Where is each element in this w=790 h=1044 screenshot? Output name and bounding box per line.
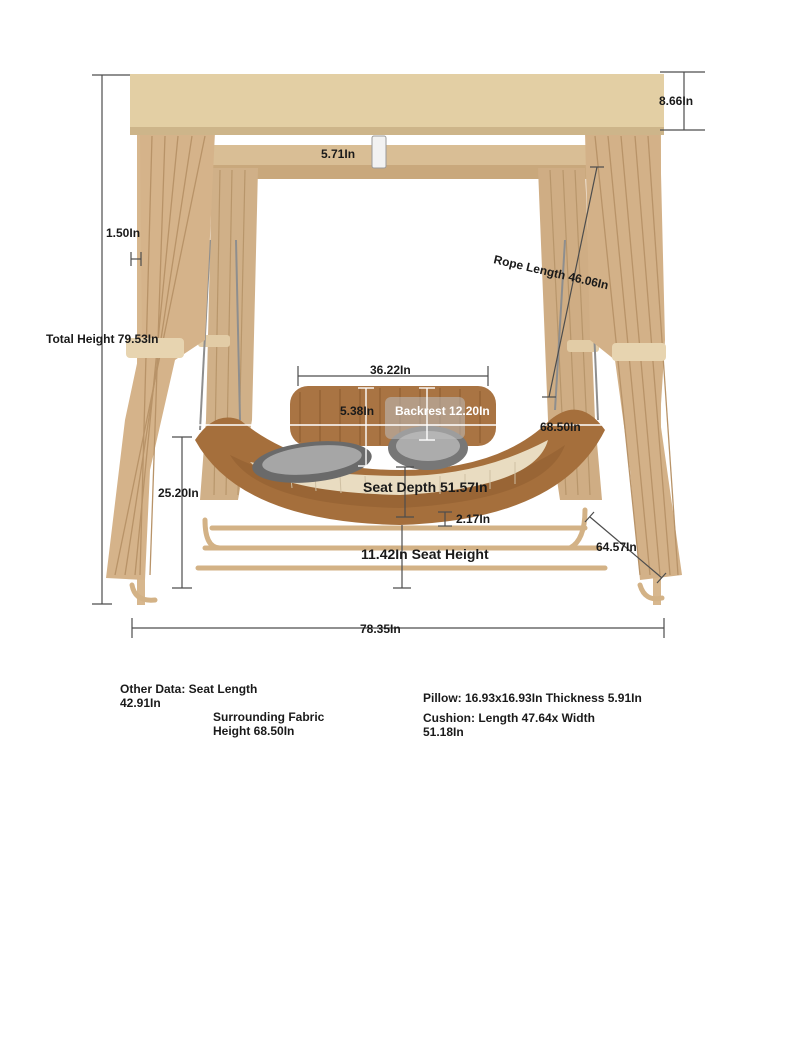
label-total-height: Total Height 79.53In [46,332,158,346]
label-seat-height: 11.42In Seat Height [361,546,489,562]
canopy [130,74,664,169]
dimension-lines [92,71,705,638]
label-canopy-height: 8.66In [659,94,693,108]
note-cushion: Cushion: Length 47.64x Width 51.18In [423,711,595,739]
rattan-seat [195,386,605,525]
note-other-data: Other Data: Seat Length 42.91In [120,682,258,710]
label-diagonal: 64.57In [596,540,637,554]
label-seat-width: 68.50In [540,420,581,434]
front-curtain-left [106,132,215,580]
label-side-height: 25.20In [158,486,199,500]
front-curtain-right [585,132,682,580]
label-top-bar: 5.71In [321,147,355,161]
pillows [252,397,468,483]
label-seat-depth: Seat Depth 51.57In [363,479,488,495]
note-pillow: Pillow: 16.93x16.93In Thickness 5.91In [423,691,642,705]
note-surrounding-fabric: Surrounding Fabric Height 68.50In [213,710,325,738]
label-overall-width: 78.35In [360,622,401,636]
label-post-width: 1.50In [106,226,140,240]
label-backrest-width: 36.22In [370,363,411,377]
label-small-gap: 5.38In [340,404,374,418]
swing-bed-illustration: 8.66In 5.71In 1.50In Rope Length 46.06In… [46,71,705,638]
label-base-thickness: 2.17In [456,512,490,526]
label-backrest: Backrest 12.20In [395,404,490,418]
